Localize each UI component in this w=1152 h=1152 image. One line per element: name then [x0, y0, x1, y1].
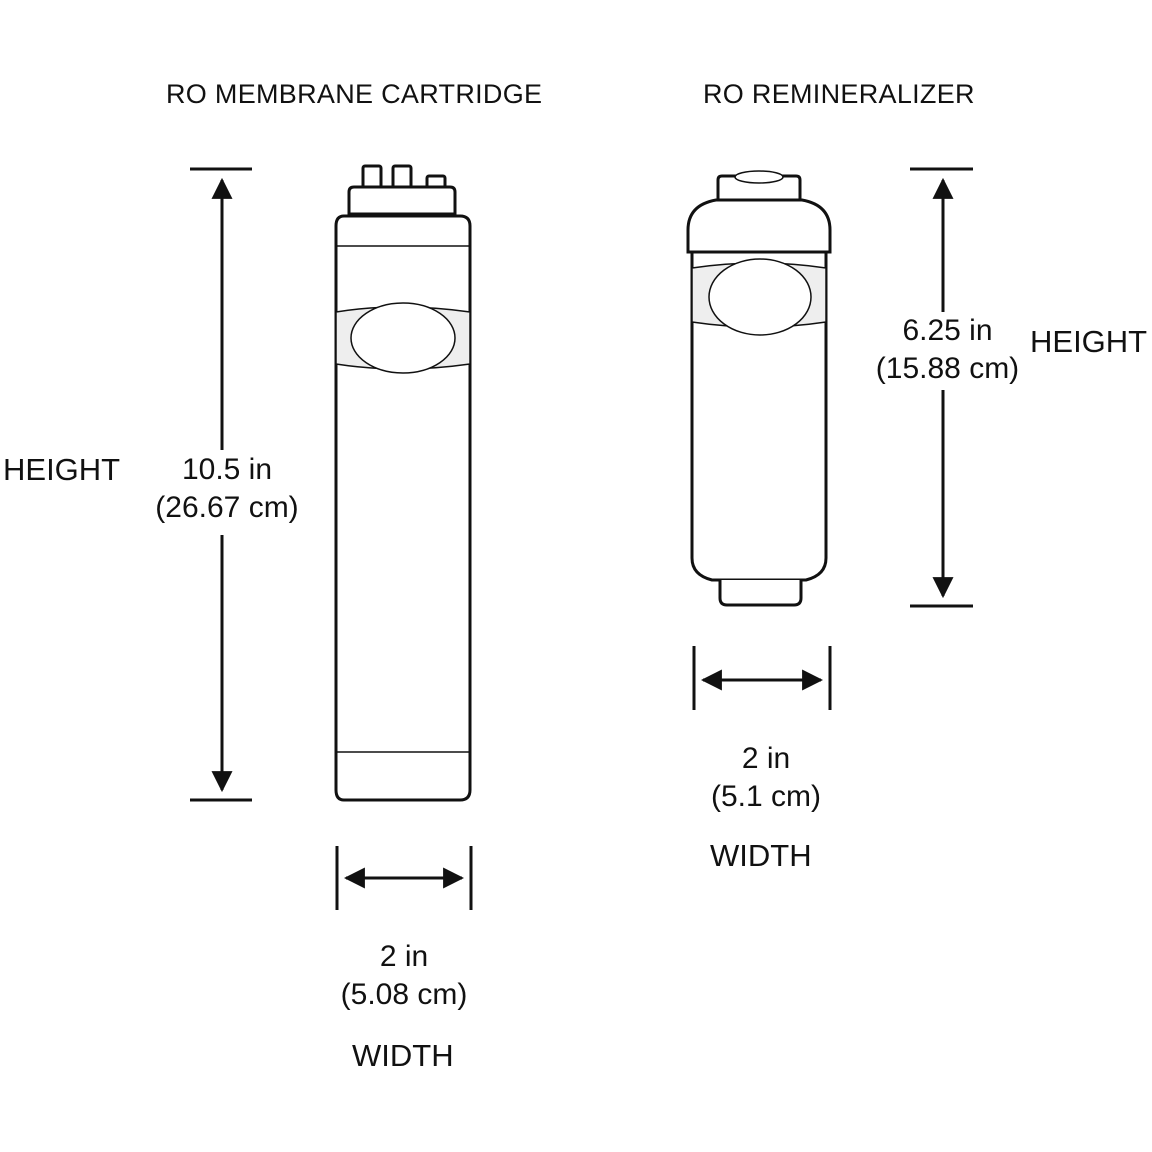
membrane-height-label: HEIGHT [3, 452, 121, 487]
membrane-width-dimension [335, 846, 473, 910]
remineralizer-width-label: WIDTH [710, 838, 812, 873]
membrane-label-oval [350, 302, 456, 374]
remineralizer-top-fitting [716, 174, 802, 202]
remineralizer-drawing [686, 170, 832, 607]
remineralizer-cap [686, 198, 832, 254]
remineralizer-bottom-fitting [718, 580, 803, 607]
membrane-title: RO MEMBRANE CARTRIDGE [166, 79, 543, 109]
remineralizer-label-oval [708, 258, 812, 336]
remineralizer-width-cm: (5.1 cm) [710, 780, 821, 813]
remineralizer-port [734, 170, 784, 184]
remineralizer-height-dimension [910, 167, 973, 608]
remineralizer-body [690, 250, 828, 582]
membrane-fitting-right [391, 164, 413, 190]
remineralizer-width-dimension [692, 646, 832, 710]
membrane-cartridge-drawing [334, 164, 472, 802]
membrane-width-cm: (5.08 cm) [340, 978, 468, 1011]
membrane-width-value: 2 in (5.08 cm) [304, 938, 504, 1014]
remineralizer-height-cm: (15.88 cm) [875, 352, 1020, 385]
remineralizer-title: RO REMINERALIZER [703, 79, 975, 109]
membrane-width-inches: 2 in [379, 940, 429, 973]
remineralizer-height-value: 6.25 in (15.88 cm) [855, 312, 1040, 388]
remineralizer-height-inches: 6.25 in [902, 314, 993, 347]
membrane-height-inches: 10.5 in [181, 453, 273, 486]
membrane-cap [347, 185, 457, 216]
membrane-height-cm: (26.67 cm) [155, 491, 299, 524]
membrane-width-label: WIDTH [352, 1038, 454, 1073]
remineralizer-width-value: 2 in (5.1 cm) [666, 740, 866, 816]
membrane-height-dimension [190, 167, 252, 802]
membrane-fitting-left [361, 164, 383, 190]
remineralizer-width-inches: 2 in [741, 742, 791, 775]
remineralizer-height-label: HEIGHT [1030, 324, 1148, 359]
membrane-height-value: 10.5 in (26.67 cm) [132, 451, 322, 527]
